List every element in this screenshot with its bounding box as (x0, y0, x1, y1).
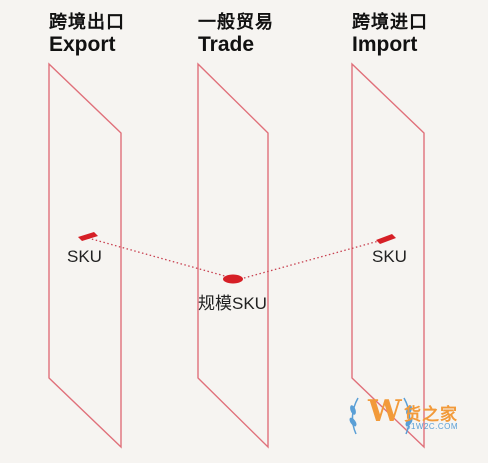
plane-trade (197, 62, 269, 449)
header-export-en: Export (49, 33, 116, 56)
sku-marker-trade (223, 274, 243, 284)
plane-export (48, 62, 122, 449)
header-export: 跨境出口 Export (49, 12, 125, 58)
sku-label-trade: 规模SKU (198, 294, 267, 313)
watermark-brand: 货之家 (404, 405, 458, 424)
laurel-icon (349, 397, 413, 435)
header-trade-cn: 一般贸易 (198, 12, 274, 32)
header-import-en: Import (352, 33, 418, 56)
header-trade-en: Trade (198, 33, 255, 56)
watermark-url: 51W2C.COM (406, 422, 459, 431)
sku-marker-import (376, 234, 396, 244)
header-trade: 一般贸易 Trade (198, 12, 274, 58)
header-export-cn: 跨境出口 (49, 12, 125, 32)
header-import: 跨境进口 Import (352, 12, 428, 58)
watermark-w: W (368, 394, 402, 429)
sku-label-import: SKU (372, 247, 407, 266)
connector-export-trade (87, 237, 233, 279)
sku-label-export: SKU (67, 247, 102, 266)
plane-import (351, 62, 425, 449)
sku-marker-export (78, 232, 98, 241)
header-import-cn: 跨境进口 (352, 12, 428, 32)
connector-trade-import (243, 238, 387, 279)
watermark-logo: W 货之家 51W2C.COM (346, 390, 476, 440)
